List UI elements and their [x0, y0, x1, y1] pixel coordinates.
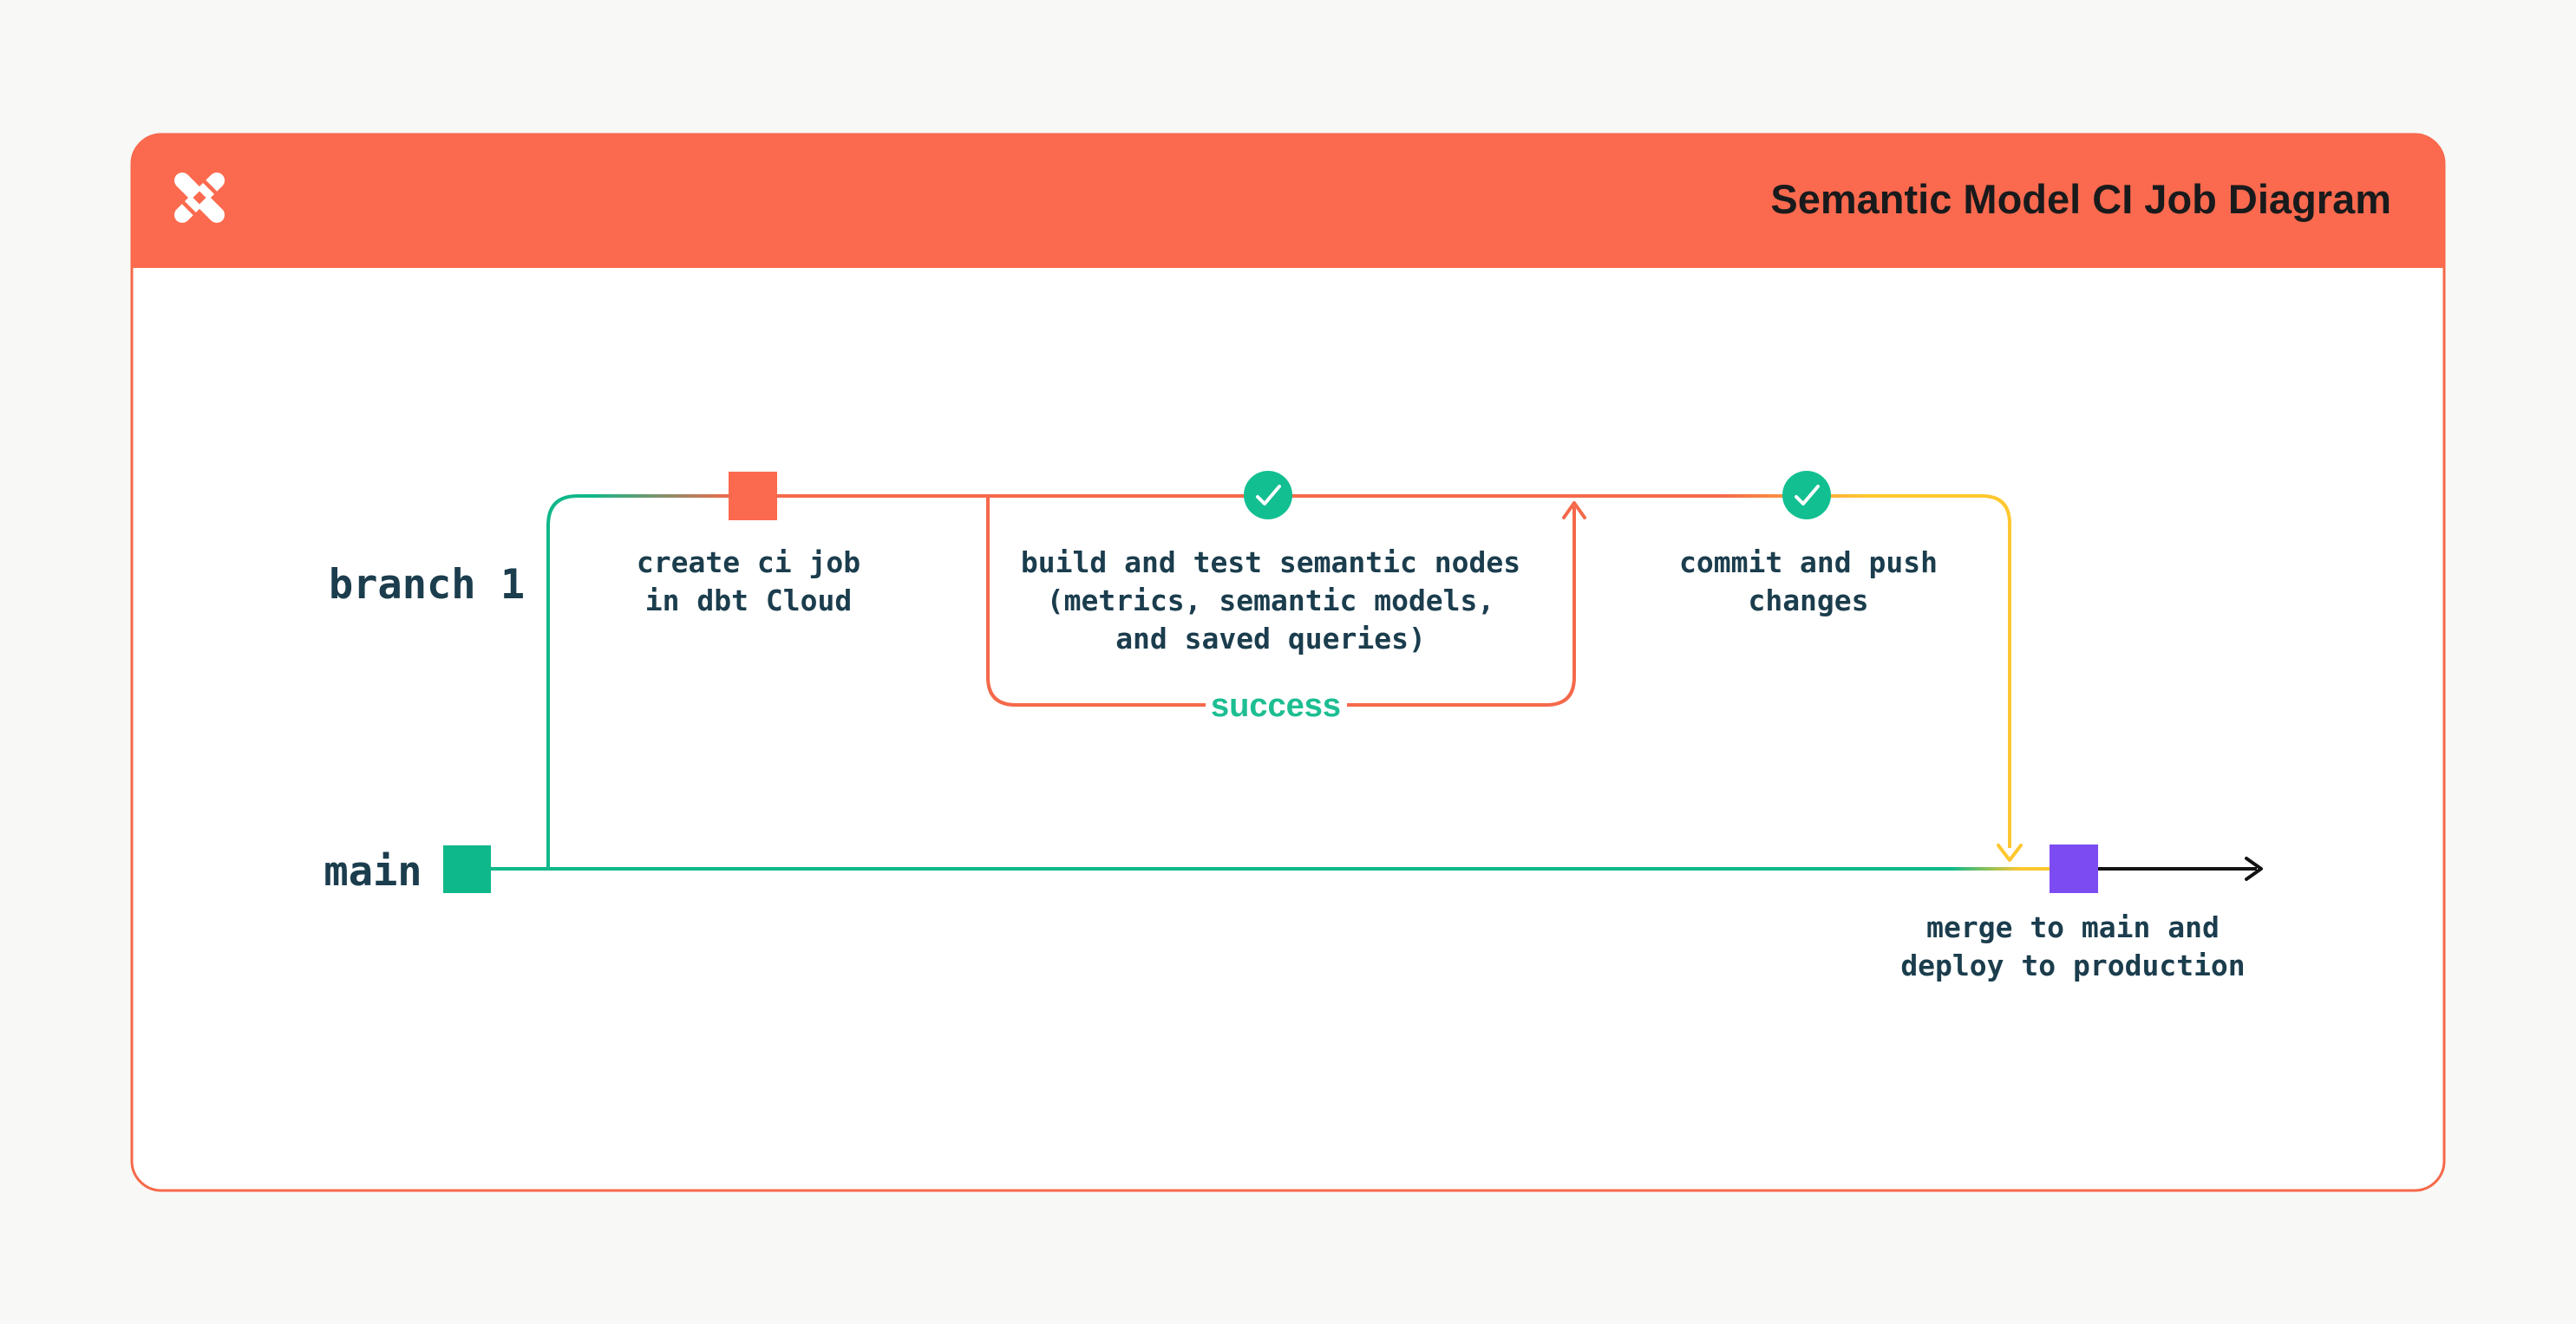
node-label-merge-deploy-line-1: merge to main and — [1926, 910, 2220, 944]
arrow-down-icon — [1997, 844, 2023, 862]
arrow-right-icon — [2245, 857, 2263, 881]
branch-line-yellow-segment — [1863, 494, 2011, 848]
main-label: main — [324, 848, 422, 896]
branch-1-label: branch 1 — [329, 561, 525, 609]
node-label-create-ci-job-line-2: in dbt Cloud — [645, 584, 852, 617]
success-loop-left — [986, 498, 1206, 707]
node-label-commit-and-push-line-2: changes — [1748, 584, 1868, 617]
commit-node-main-start — [443, 845, 491, 893]
success-loop-right — [1347, 506, 1576, 707]
node-label-create-ci-job-line-1: create ci job — [637, 545, 860, 579]
commit-node-create-ci-job — [729, 472, 777, 520]
check-icon — [1795, 485, 1820, 505]
card — [130, 133, 2446, 1192]
branch-line-green-segment — [546, 494, 598, 869]
arrow-up-icon — [1562, 501, 1586, 519]
check-circle-commit-and-push — [1782, 471, 1831, 519]
page-title: Semantic Model CI Job Diagram — [1770, 176, 2391, 222]
check-icon — [1256, 485, 1281, 505]
node-label-build-and-test-line-1: build and test semantic nodes — [1021, 545, 1520, 579]
success-label: success — [1211, 688, 1341, 724]
node-label-merge-deploy-line-2: deploy to production — [1900, 949, 2245, 982]
node-label-build-and-test-line-2: (metrics, semantic models, — [1047, 584, 1495, 617]
logo-slit-ne — [201, 179, 219, 196]
dbt-logo-icon — [173, 172, 226, 224]
logo-slit-sw — [180, 199, 198, 217]
commit-node-merge-deploy — [2050, 845, 2098, 893]
node-label-build-and-test-line-3: and saved queries) — [1115, 622, 1426, 655]
check-circle-build-and-test — [1244, 471, 1292, 519]
node-label-commit-and-push-line-1: commit and push — [1679, 545, 1938, 579]
header-band — [132, 134, 2444, 268]
